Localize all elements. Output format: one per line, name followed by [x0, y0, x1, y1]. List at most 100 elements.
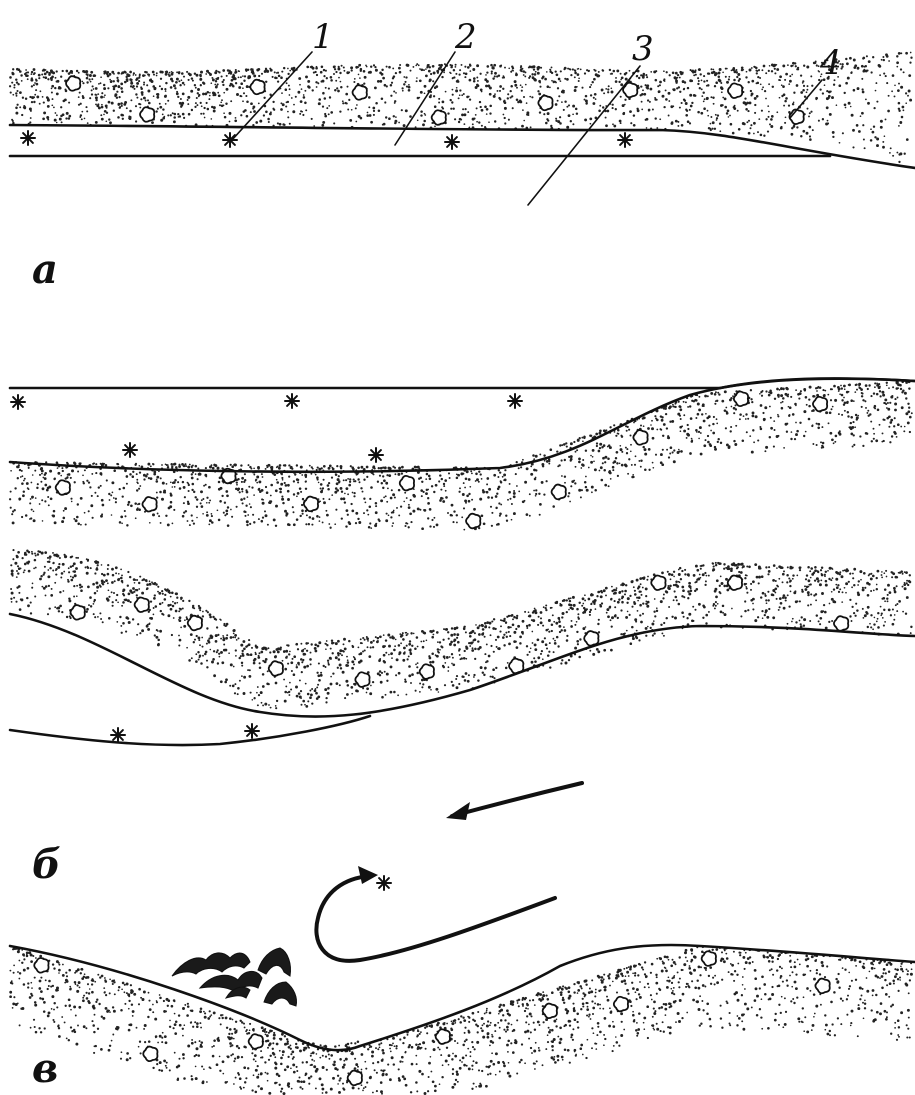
sand-grain — [800, 74, 802, 76]
sand-grain — [388, 654, 390, 656]
sand-grain — [101, 579, 104, 582]
sand-grain — [610, 619, 612, 621]
sand-grain — [781, 95, 783, 97]
sand-grain — [280, 483, 283, 486]
sand-grain — [376, 641, 379, 644]
sand-grain — [838, 390, 840, 392]
sand-grain — [720, 611, 723, 614]
sand-grain — [646, 76, 648, 78]
sand-grain — [533, 78, 536, 81]
sand-grain — [194, 496, 196, 498]
sand-grain — [399, 64, 401, 66]
sand-grain — [328, 467, 331, 470]
sand-grain — [179, 84, 181, 86]
sand-grain — [86, 81, 88, 83]
sand-grain — [708, 575, 710, 577]
sand-grain — [240, 464, 242, 466]
sand-grain — [239, 657, 241, 659]
sand-grain — [561, 101, 563, 103]
sand-grain — [12, 510, 14, 512]
sand-grain — [540, 617, 542, 619]
sand-grain — [61, 611, 63, 613]
sand-grain — [183, 117, 185, 119]
sand-grain — [340, 498, 343, 501]
sand-grain — [460, 472, 463, 475]
sand-grain — [43, 111, 46, 114]
sand-grain — [851, 114, 854, 117]
sand-grain — [751, 67, 753, 69]
sand-grain — [855, 414, 857, 416]
sand-grain — [731, 406, 733, 408]
sand-grain — [795, 433, 798, 436]
sand-grain — [245, 511, 247, 513]
sand-grain — [794, 403, 797, 406]
sand-grain — [528, 624, 531, 627]
sand-grain — [568, 492, 570, 494]
sand-grain — [62, 113, 65, 116]
sand-grain — [221, 495, 223, 497]
sand-grain — [197, 88, 200, 91]
sand-grain — [715, 114, 717, 116]
sand-grain — [86, 480, 88, 482]
sand-grain — [504, 67, 506, 69]
sand-grain — [50, 497, 53, 500]
sand-grain — [742, 439, 745, 442]
sand-grain — [290, 661, 293, 664]
sand-grain — [862, 58, 864, 60]
sand-grain — [785, 73, 788, 76]
sand-grain — [597, 623, 599, 625]
sand-grain — [497, 476, 499, 478]
sand-grain — [463, 113, 466, 116]
sand-grain — [363, 479, 365, 481]
sand-grain — [872, 575, 875, 578]
sand-grain — [909, 574, 911, 576]
sand-grain — [287, 484, 290, 487]
sand-grain — [566, 78, 569, 81]
sand-grain — [468, 642, 470, 644]
sand-grain — [97, 495, 99, 497]
sand-grain — [716, 119, 718, 121]
sand-grain — [700, 568, 702, 570]
sand-grain — [153, 614, 155, 616]
sand-grain — [469, 79, 472, 82]
sand-grain — [150, 477, 153, 480]
sand-grain — [760, 391, 762, 393]
sand-grain — [416, 666, 418, 668]
sand-grain — [534, 648, 537, 651]
sand-grain — [792, 574, 794, 576]
sand-grain — [516, 98, 519, 101]
sand-grain — [234, 464, 237, 467]
sand-grain — [864, 66, 866, 68]
sand-grain — [894, 409, 897, 412]
sand-grain — [668, 92, 671, 95]
sand-grain — [68, 117, 71, 120]
sand-grain — [904, 426, 906, 428]
sand-grain — [347, 86, 349, 88]
sand-grain — [420, 91, 423, 94]
sand-grain — [776, 111, 778, 113]
sand-grain — [847, 411, 849, 413]
sand-grain — [612, 466, 615, 469]
sand-grain — [774, 68, 776, 70]
sand-grain — [327, 687, 330, 690]
sand-grain — [475, 473, 478, 476]
sand-grain — [139, 75, 141, 77]
sand-grain — [290, 688, 292, 690]
sand-grain — [299, 679, 301, 681]
sand-grain — [533, 469, 536, 472]
sand-grain — [725, 76, 727, 78]
sand-grain — [677, 413, 680, 416]
sand-grain — [359, 77, 361, 79]
sand-grain — [803, 65, 805, 67]
sand-grain — [122, 114, 124, 116]
sand-grain — [730, 426, 732, 428]
sand-grain — [504, 469, 506, 471]
sand-grain — [638, 77, 640, 79]
sand-grain — [650, 71, 652, 73]
sand-grain — [582, 597, 585, 600]
sand-grain — [404, 651, 406, 653]
sand-grain — [891, 576, 893, 578]
sand-grain — [385, 694, 387, 696]
sand-grain — [281, 92, 283, 94]
sand-grain — [307, 693, 310, 696]
